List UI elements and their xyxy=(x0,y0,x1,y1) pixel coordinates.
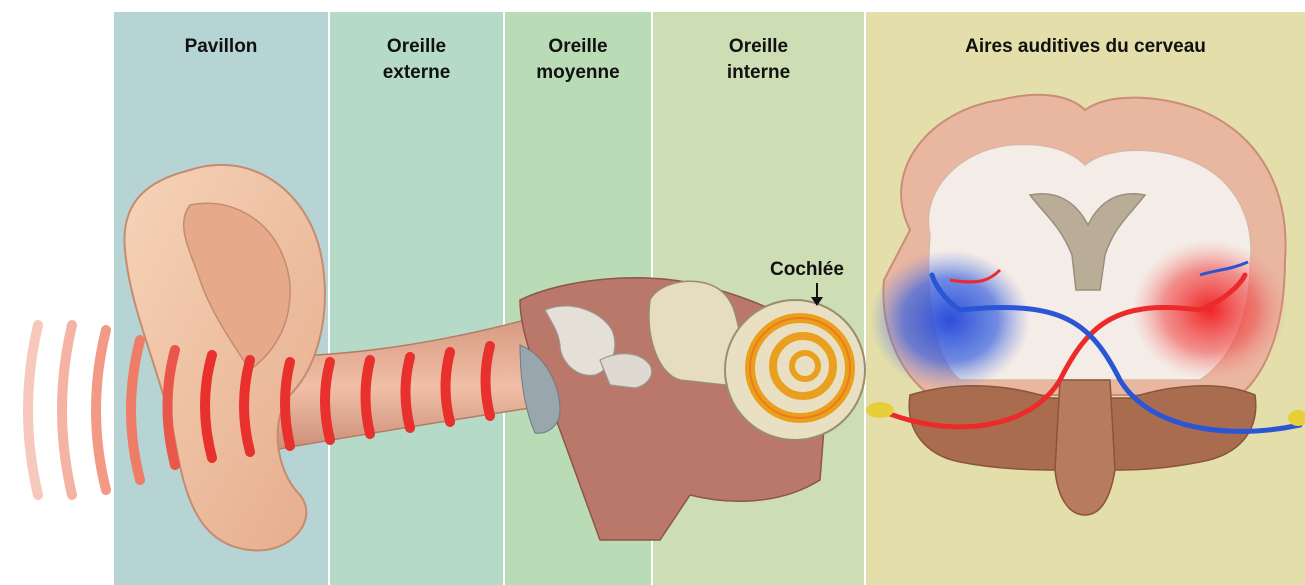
down-arrow-icon xyxy=(805,282,829,308)
outer-ear xyxy=(124,165,324,551)
sound-wave-arc xyxy=(96,330,106,490)
sound-wave-arc xyxy=(28,325,38,495)
left-auditory-area xyxy=(870,250,1030,390)
sound-wave-arc xyxy=(285,362,290,446)
sound-wave-arc xyxy=(486,346,491,416)
nerve-bundle-left xyxy=(866,402,894,418)
nerve-bundle-right xyxy=(1288,410,1305,426)
brain xyxy=(866,95,1305,515)
sound-wave-arc xyxy=(446,352,451,422)
sound-wave-arc xyxy=(406,357,411,428)
cochlea-label: Cochlée xyxy=(770,259,844,281)
sound-wave-arc xyxy=(366,360,371,434)
sound-wave-arc xyxy=(325,362,330,440)
sound-wave-arc xyxy=(62,325,72,495)
sound-wave-arc xyxy=(131,340,140,480)
brainstem xyxy=(1055,380,1115,515)
